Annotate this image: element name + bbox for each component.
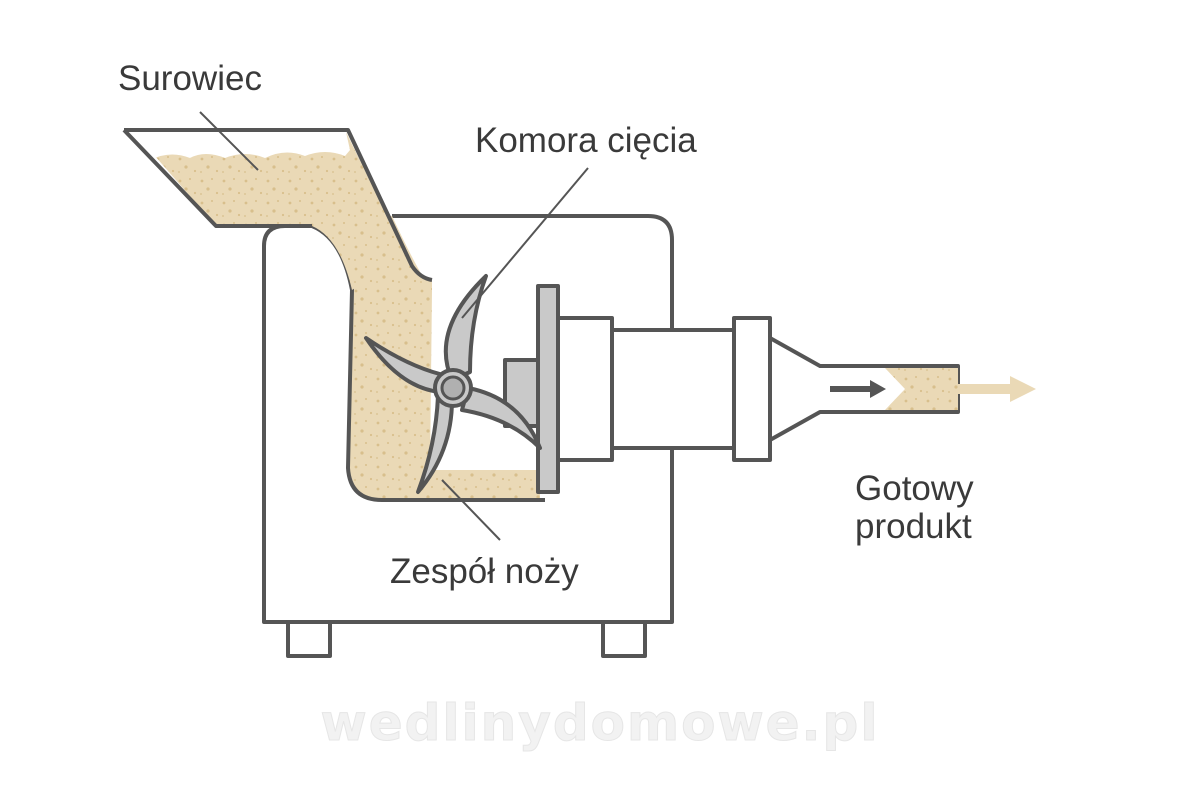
label-finished-product-line1: Gotowy <box>855 469 974 508</box>
output-nozzle <box>768 336 1036 442</box>
label-raw-material: Surowiec <box>118 59 262 98</box>
cutting-plate <box>503 284 560 494</box>
label-knife-assembly: Zespół noży <box>390 552 579 591</box>
right-foot <box>601 620 647 658</box>
left-foot <box>286 620 332 658</box>
leader-zespol <box>441 479 501 541</box>
leader-komora <box>461 167 589 319</box>
label-finished-product-line2: produkt <box>855 507 972 546</box>
flow-arrow-icon <box>830 380 886 398</box>
leader-surowiec <box>199 111 259 171</box>
label-cutting-chamber: Komora cięcia <box>475 121 697 160</box>
feed-screw-barrel <box>552 316 772 462</box>
output-arrow-icon <box>958 376 1036 402</box>
hopper <box>122 128 433 292</box>
watermark: wedlinydomowe.pl <box>321 694 880 752</box>
